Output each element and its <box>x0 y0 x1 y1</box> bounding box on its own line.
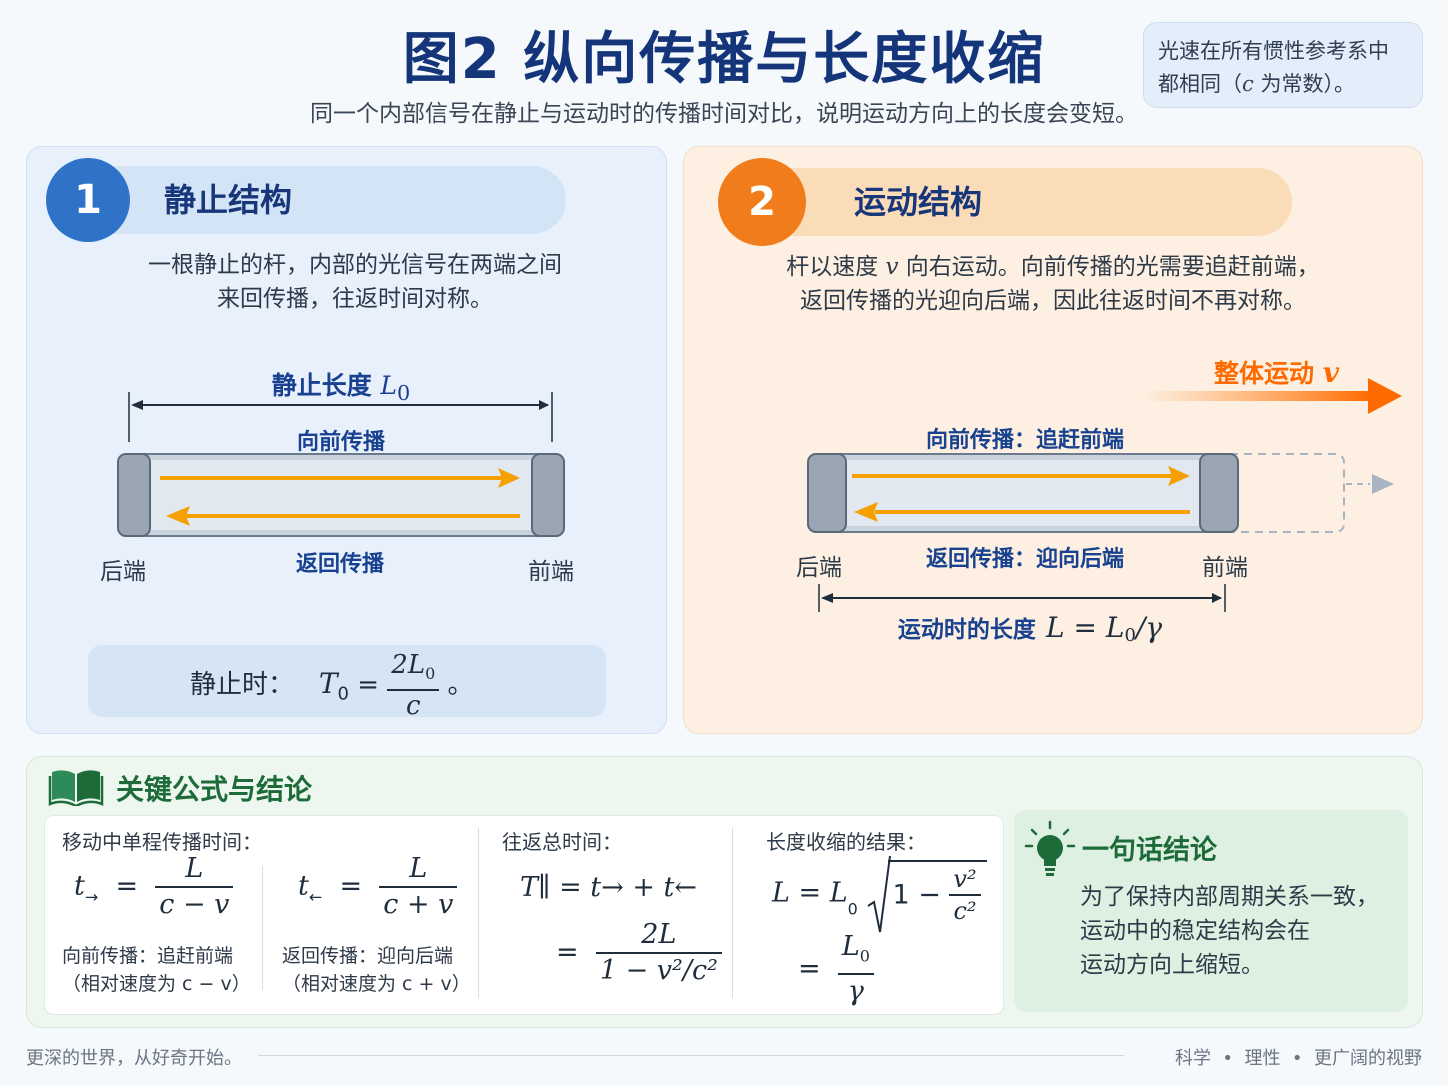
rest-formula-box <box>88 645 606 717</box>
contraction-result-title: 长度收缩的结果： <box>766 830 926 854</box>
round-trip-time-formula: T∥ = t→ + t← <box>520 872 698 903</box>
rest-period-formula: 静止时： T0 = 2L0 c 。 <box>190 650 474 722</box>
moving-front-cap <box>1199 453 1239 533</box>
rest-rod-diagram <box>117 392 565 537</box>
formulas-card <box>44 815 1004 1015</box>
note-line-1: 光速在所有惯性参考系中 <box>1158 39 1389 63</box>
conclusion-box <box>1014 810 1408 1012</box>
moving-length-dimension-left-head <box>821 593 833 603</box>
moving-heading-pill: 运动结构 <box>720 168 1292 236</box>
moving-return-arrowhead <box>854 502 878 522</box>
rest-forward-arrowhead <box>498 468 520 488</box>
rest-formula-label: 静止时： <box>190 670 295 701</box>
return-time-note: 返回传播：迎向后端 （相对速度为 c + v） <box>282 945 471 995</box>
moving-return-label: 返回传播：迎向后端 <box>925 547 1124 572</box>
key-formulas-heading: 关键公式与结论 <box>116 773 313 806</box>
rest-rear-cap <box>117 453 151 537</box>
forward-time-note: 向前传播：追赶前端 （相对速度为 c − v） <box>62 945 251 995</box>
step-1-badge: 1 <box>46 158 130 242</box>
rest-heading-pill: 静止结构 <box>48 166 566 234</box>
note-line-2: 都相同（c 为常数）。 <box>1158 72 1355 96</box>
footer-divider <box>258 1055 1124 1056</box>
lightbulb-icon <box>1024 820 1076 876</box>
conclusion-title: 一句话结论 <box>1082 835 1217 866</box>
rest-heading: 静止结构 <box>164 181 293 219</box>
constant-light-speed-note: 光速在所有惯性参考系中 都相同（c 为常数）。 <box>1143 22 1423 108</box>
square-root-icon <box>867 855 892 933</box>
moving-forward-arrowhead <box>1168 466 1190 486</box>
footer-slogan: 更深的世界，从好奇开始。 <box>26 1048 242 1069</box>
moving-rod-diagram <box>807 453 1394 612</box>
moving-rear-cap <box>807 453 847 533</box>
rest-forward-label: 向前传播 <box>296 430 385 455</box>
overall-motion-arrow <box>1140 378 1402 414</box>
footer-tagline: 科学 • 理性 • 更广阔的视野 <box>1174 1048 1422 1069</box>
moving-front-label: 前端 <box>1202 555 1248 581</box>
moving-rear-label: 后端 <box>796 555 842 581</box>
column-divider <box>732 828 733 998</box>
rest-rear-label: 后端 <box>100 559 146 585</box>
rest-front-label: 前端 <box>528 559 574 585</box>
moving-description: 杆以速度 v 向右运动。向前传播的光需要追赶前端， 返回传播的光迎向后端，因此往… <box>786 254 1320 314</box>
one-way-time-title: 移动中单程传播时间： <box>62 830 262 854</box>
step-2-badge: 2 <box>718 158 806 246</box>
rest-return-arrowhead <box>166 506 190 526</box>
rest-return-label: 返回传播 <box>295 552 384 577</box>
column-divider <box>262 866 263 990</box>
rest-length-label: 静止长度 L0 <box>271 371 411 405</box>
page-subtitle: 同一个内部信号在静止与运动时的传播时间对比，说明运动方向上的长度会变短。 <box>310 101 1138 127</box>
rest-front-cap <box>531 453 565 537</box>
moving-forward-label: 向前传播：追赶前端 <box>925 428 1124 453</box>
open-book-icon <box>48 770 104 806</box>
moving-structure-panel <box>683 146 1423 734</box>
rest-structure-panel <box>26 146 667 734</box>
rest-length-dimension-left-head <box>131 400 143 410</box>
rest-description: 一根静止的杆，内部的光信号在两端之间 来回传播，往返时间对称。 <box>148 252 562 312</box>
moving-heading: 运动结构 <box>854 183 983 221</box>
overall-motion-label: 整体运动 v <box>1214 356 1340 389</box>
moving-length-label: 运动时的长度 L = L0/γ <box>897 611 1163 647</box>
conclusion-text: 为了保持内部周期关系一致， 运动中的稳定结构会在 运动方向上缩短。 <box>1080 884 1379 978</box>
page-title: 图2 纵向传播与长度收缩 <box>402 27 1046 92</box>
round-trip-time-title: 往返总时间： <box>502 830 622 854</box>
column-divider <box>478 828 479 998</box>
